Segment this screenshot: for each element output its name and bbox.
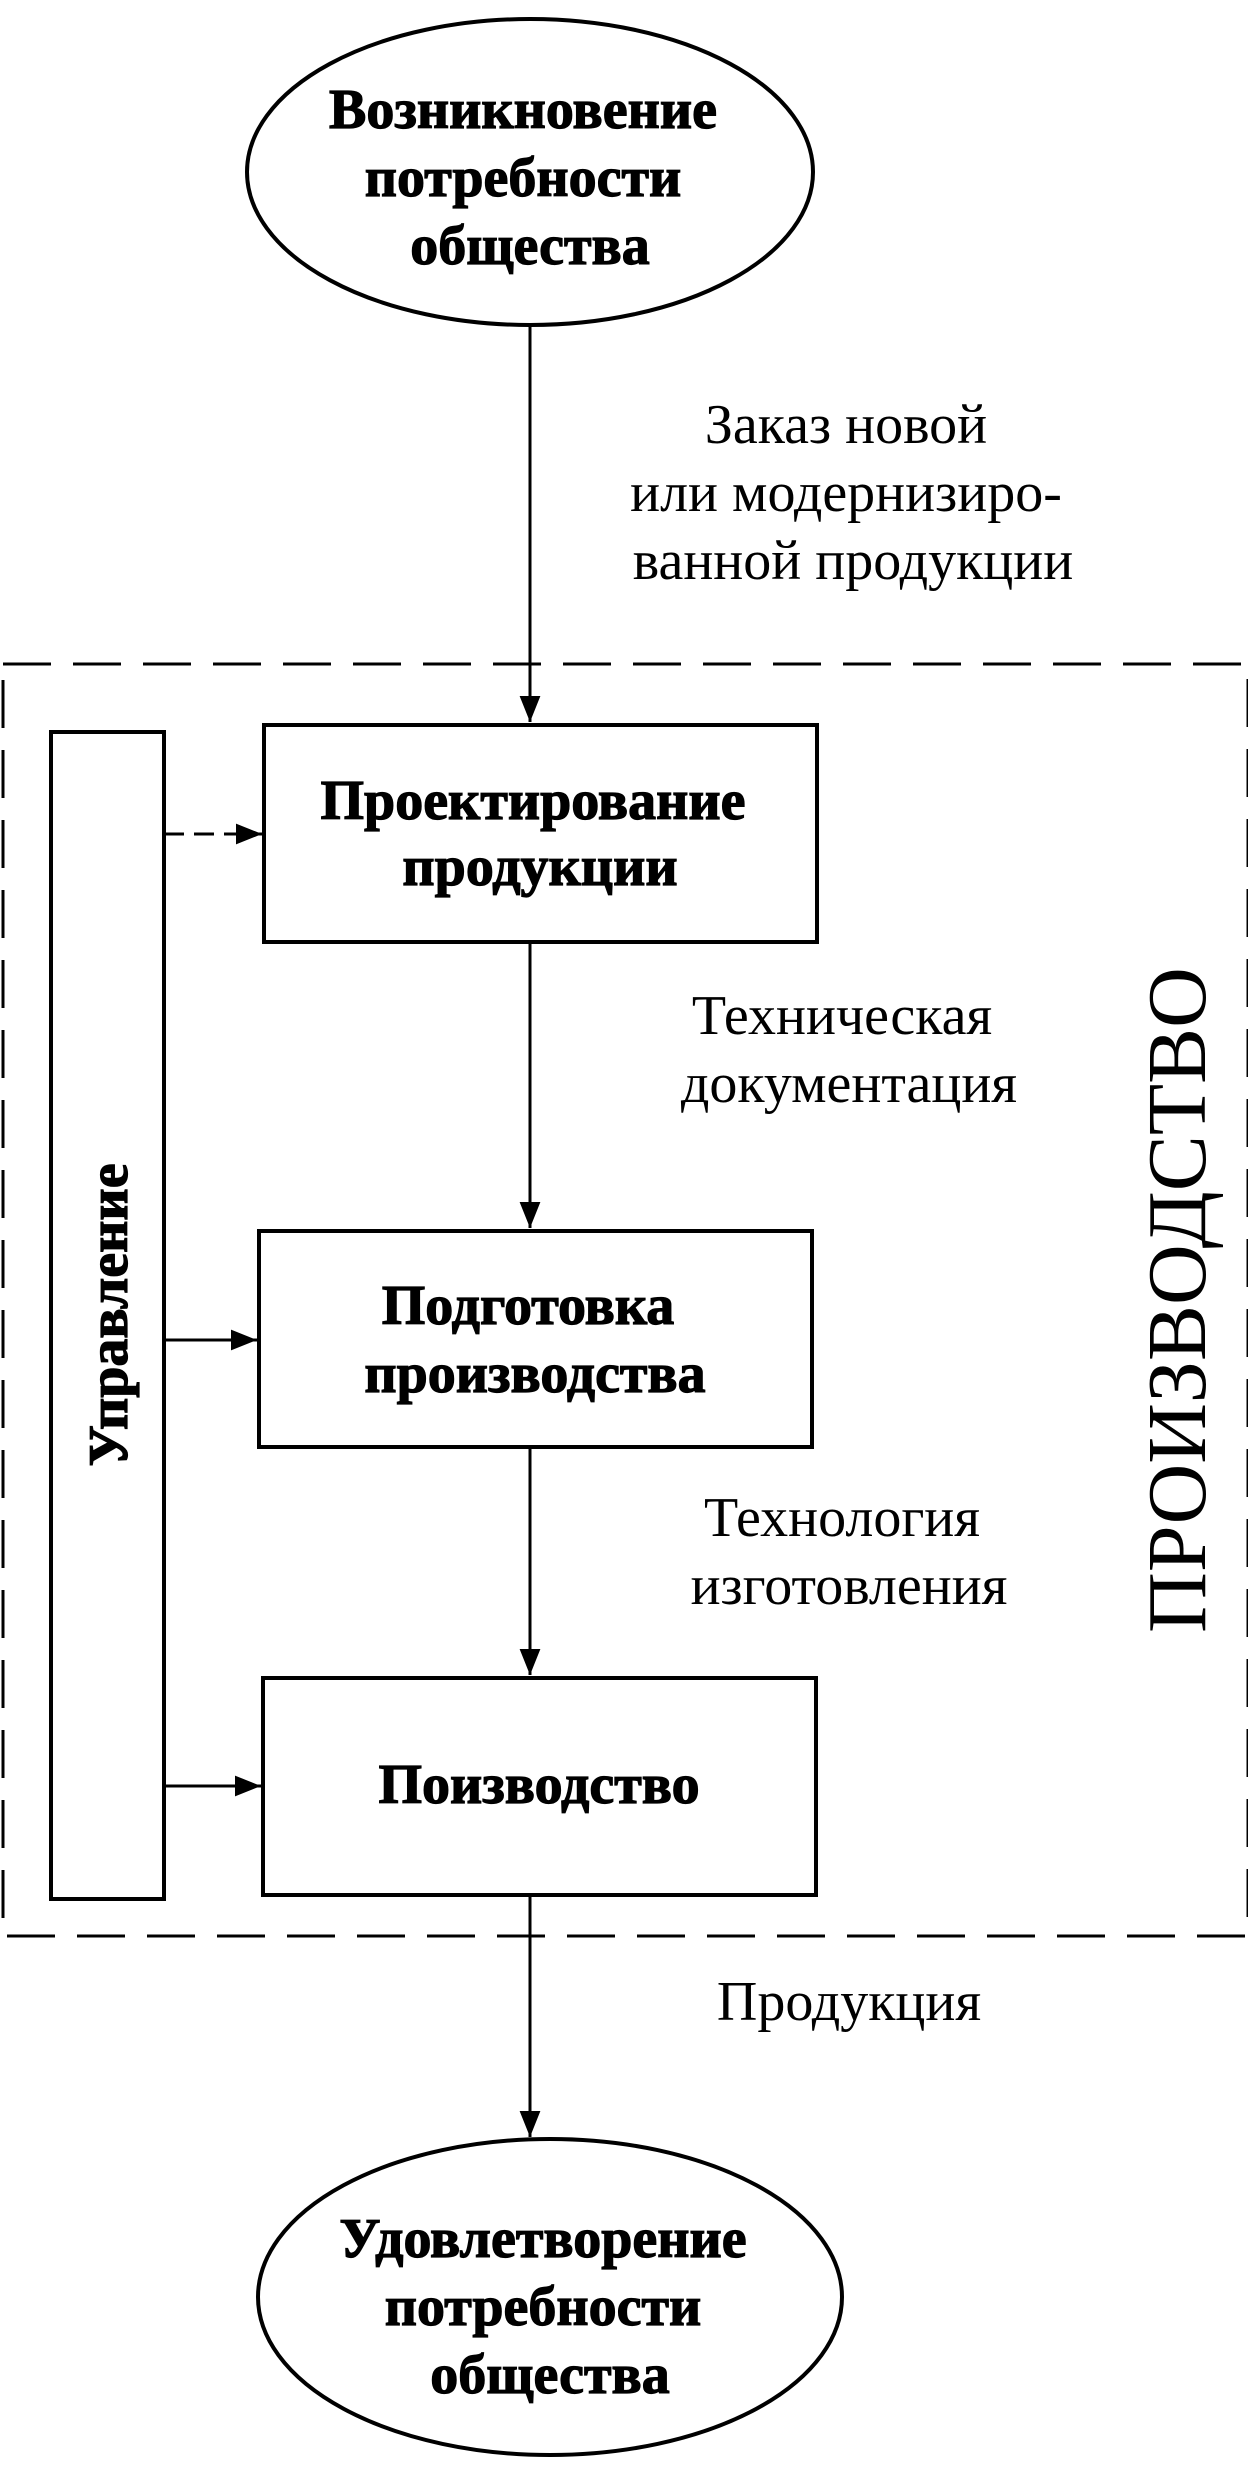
- need-origin-line-1: Возникновение: [329, 79, 717, 141]
- technology-line-2: изготовления: [691, 1555, 1008, 1617]
- order-label: Заказ новой или модернизиро- ванной прод…: [630, 394, 1076, 592]
- order-line-3: ванной продукции: [633, 530, 1073, 592]
- prep-label: Подготовка производства: [364, 1275, 705, 1405]
- design-line-2: продукции: [402, 836, 677, 898]
- production-label: Поизводство: [378, 1754, 699, 1816]
- need-origin-label: Возникновение потребности общества: [329, 79, 731, 277]
- need-origin-line-3: общества: [410, 215, 649, 277]
- management-label: Управление: [78, 1163, 140, 1466]
- need-satisfied-line-3: общества: [430, 2344, 669, 2406]
- design-label: Проектирование продукции: [321, 770, 760, 898]
- need-satisfied-line-1: Удовлетворение: [339, 2208, 746, 2270]
- need-satisfied-label: Удовлетворение потребности общества: [339, 2208, 760, 2406]
- management-box: [49, 730, 166, 1901]
- order-line-1: Заказ новой: [705, 394, 987, 456]
- need-origin-line-2: потребности: [365, 147, 682, 209]
- output-label: Продукция: [717, 1971, 981, 2033]
- prep-line-2: производства: [364, 1343, 705, 1405]
- frame-label: ПРОИЗВОДСТВО: [1131, 967, 1224, 1633]
- design-line-1: Проектирование: [321, 770, 746, 832]
- tech-docs-label: Техническая документация: [681, 985, 1017, 1115]
- order-line-2: или модернизиро-: [630, 462, 1062, 524]
- tech-docs-line-1: Техническая: [692, 985, 992, 1047]
- technology-line-1: Технология: [704, 1487, 980, 1549]
- design-box: [262, 723, 819, 944]
- production-box: [261, 1676, 818, 1897]
- prep-box: [257, 1229, 814, 1449]
- technology-label: Технология изготовления: [691, 1487, 1008, 1617]
- tech-docs-line-2: документация: [681, 1053, 1017, 1115]
- need-satisfied-line-2: потребности: [385, 2276, 702, 2338]
- need-satisfied-ellipse: [256, 2137, 844, 2457]
- prep-line-1: Подготовка: [382, 1275, 675, 1337]
